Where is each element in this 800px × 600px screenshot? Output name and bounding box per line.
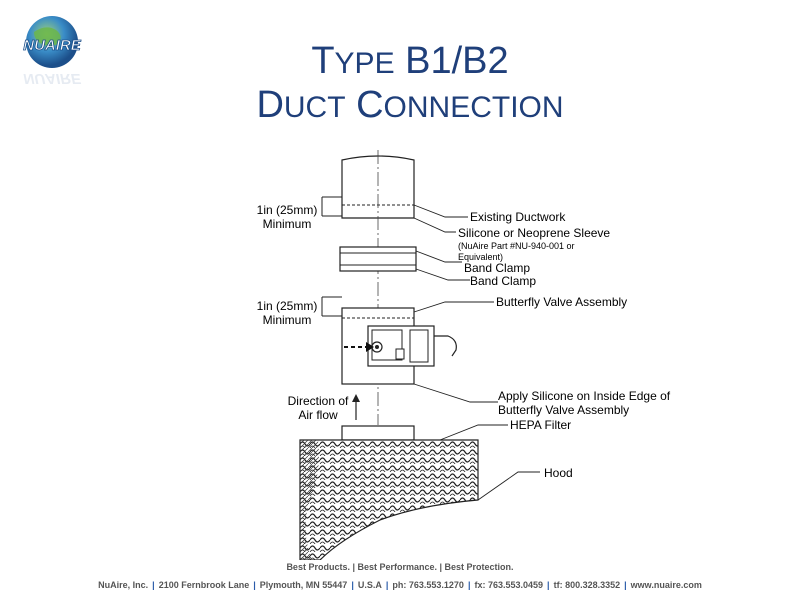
label-hood: Hood: [544, 466, 573, 480]
logo-text: NUAIRE: [23, 37, 81, 54]
sleeve-band-clamp: [339, 246, 417, 272]
logo-reflection: NUAIRE: [23, 70, 81, 87]
title-onnection: ONNECTION: [383, 91, 564, 124]
nuaire-logo: NUAIRE NUAIRE: [12, 12, 92, 102]
footer-company: NuAire, Inc.: [98, 580, 149, 590]
title-d: D: [256, 84, 284, 126]
footer-fax: fx: 763.553.0459: [474, 580, 544, 590]
title-b1b2: B1/B2: [394, 40, 509, 82]
label-band-clamp-1: Band Clamp: [464, 261, 531, 275]
label-sleeve: Silicone or Neoprene Sleeve: [458, 226, 611, 240]
label-direction: Direction of Air flow: [287, 394, 349, 422]
label-butterfly: Butterfly Valve Assembly: [496, 295, 628, 309]
page-title-line1: TYPE B1/B2: [200, 40, 620, 83]
leader-lines: [413, 204, 540, 501]
title-uct: UCT: [283, 91, 346, 124]
airflow-arrow: [352, 394, 360, 420]
title-t: T: [311, 40, 335, 82]
label-hepa: HEPA Filter: [510, 418, 572, 432]
footer-web[interactable]: www.nuaire.com: [630, 580, 702, 590]
page-title-line2: DUCT CONNECTION: [200, 84, 620, 127]
footer-address: 2100 Fernbrook Lane: [158, 580, 250, 590]
footer-tollfree: tf: 800.328.3352: [553, 580, 621, 590]
duct-connection-diagram: [299, 150, 540, 560]
butterfly-valve-assembly: [341, 307, 457, 385]
existing-ductwork: [341, 155, 415, 219]
title-c: C: [345, 84, 384, 126]
footer-country: U.S.A: [357, 580, 382, 590]
label-min-top: 1in (25mm) Minimum: [256, 203, 318, 231]
label-part-number: (NuAire Part #NU-940-001 or Equivalent): [458, 241, 575, 262]
dimension-ticks: [321, 196, 342, 317]
label-existing-ductwork: Existing Ductwork: [470, 210, 566, 224]
label-band-clamp-2: Band Clamp: [470, 274, 537, 288]
footer-city: Plymouth, MN 55447: [259, 580, 348, 590]
footer-phone: ph: 763.553.1270: [392, 580, 464, 590]
label-min-bottom: 1in (25mm) Minimum: [256, 299, 318, 327]
label-apply-silicone: Apply Silicone on Inside Edge of Butterf…: [498, 389, 671, 417]
tagline: Best Products. | Best Performance. | Bes…: [286, 562, 514, 572]
hood: [299, 425, 479, 560]
title-ype: YPE: [334, 47, 395, 80]
footer-contact: NuAire, Inc.|2100 Fernbrook Lane|Plymout…: [98, 580, 702, 590]
